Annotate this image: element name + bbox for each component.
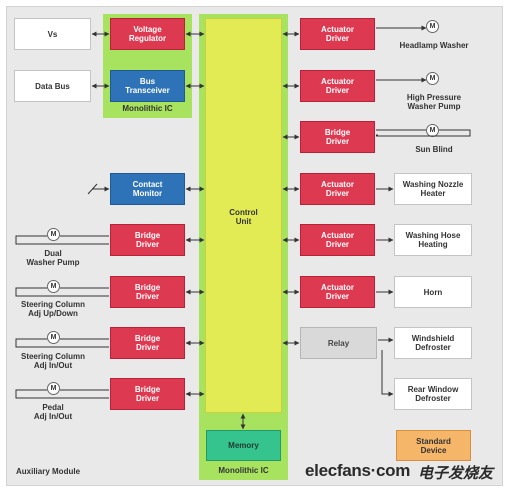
rear-window-defroster: Rear Window Defroster [394,378,472,410]
bridge-driver-sun-blind: Bridge Driver [300,121,375,153]
actuator-driver-horn: Actuator Driver [300,276,375,308]
caption-sun-blind: Sun Blind [415,145,453,154]
actuator-driver-washer-pump: Actuator Driver [300,70,375,102]
actuator-driver-hose-heating: Actuator Driver [300,224,375,256]
motor-icon: M [47,280,60,293]
motor-icon: M [426,20,439,33]
data-bus-input: Data Bus [14,70,91,102]
actuator-driver-nozzle-heater: Actuator Driver [300,173,375,205]
standard-device-legend: Standard Device [396,430,471,461]
voltage-regulator: Voltage Regulator [110,18,185,50]
watermark-cn: 电子发烧友 [418,465,494,482]
actuator-driver-headlamp: Actuator Driver [300,18,375,50]
contact-monitor: Contact Monitor [110,173,185,205]
horn: Horn [394,276,472,308]
caption-steering-in-out: Steering Column Adj In/Out [20,352,85,370]
motor-icon: M [47,382,60,395]
bridge-driver-steering-up-down: Bridge Driver [110,276,185,308]
caption-high-pressure-washer-pump: High Pressure Washer Pump [406,93,462,111]
windshield-defroster: Windshield Defroster [394,327,472,359]
bridge-driver-pedal: Bridge Driver [110,378,185,410]
memory-block: Memory [206,430,281,461]
watermark-site: elecfans·com [305,461,411,480]
relay-block: Relay [300,327,377,359]
motor-icon: M [47,331,60,344]
washing-nozzle-heater: Washing Nozzle Heater [394,173,472,205]
caption-pedal: Pedal Adj In/Out [33,403,73,421]
monolithic-ic-label-top: Monolithic IC [122,104,173,113]
motor-icon: M [426,72,439,85]
washing-hose-heating: Washing Hose Heating [394,224,472,256]
control-unit [205,18,282,413]
motor-icon: M [47,228,60,241]
monolithic-ic-label-main: Monolithic IC [218,466,269,475]
control-unit-label: Control Unit [229,208,258,226]
caption-steering-up-down: Steering Column Adj Up/Down [20,300,85,318]
vs-input: Vs [14,18,91,50]
caption-dual-washer-pump: Dual Washer Pump [26,249,80,267]
bridge-driver-washer-pump: Bridge Driver [110,224,185,256]
bridge-driver-steering-in-out: Bridge Driver [110,327,185,359]
caption-headlamp-washer: Headlamp Washer [399,41,469,50]
auxiliary-module-label: Auxiliary Module [16,467,81,476]
bus-transceiver: Bus Transceiver [110,70,185,102]
